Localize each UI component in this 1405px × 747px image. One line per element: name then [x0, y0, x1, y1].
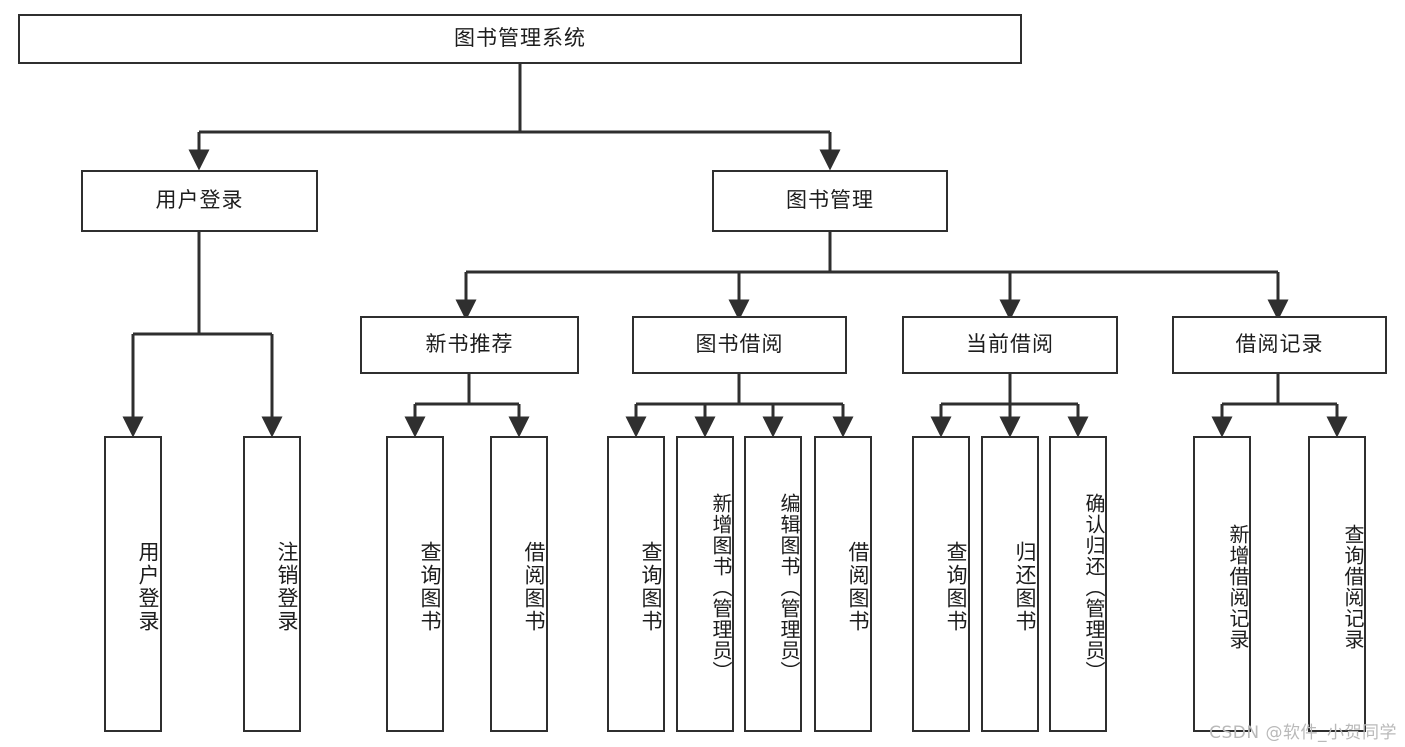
- node-leaf-return-book-label: 归还图书: [1013, 541, 1037, 633]
- node-leaf-query-book-2-label: 查询图书: [639, 541, 663, 633]
- node-leaf-query-book-2[interactable]: 查询图书: [607, 436, 665, 732]
- node-leaf-borrow-book-2-label: 借阅图书: [846, 541, 870, 633]
- node-leaf-query-record-label: 查询借阅记录: [1341, 524, 1365, 650]
- node-leaf-borrow-book-1[interactable]: 借阅图书: [490, 436, 548, 732]
- node-borrow-record-label: 借阅记录: [1235, 332, 1324, 357]
- node-root-label: 图书管理系统: [454, 26, 586, 51]
- node-current-borrow-label: 当前借阅: [966, 332, 1054, 357]
- node-leaf-query-book-1[interactable]: 查询图书: [386, 436, 444, 732]
- node-leaf-query-book-3[interactable]: 查询图书: [912, 436, 970, 732]
- node-leaf-add-record-label: 新增借阅记录: [1226, 524, 1250, 650]
- node-leaf-user-login-label: 用户登录: [136, 541, 160, 633]
- node-current-borrow[interactable]: 当前借阅: [902, 316, 1118, 374]
- node-leaf-add-book-label: 新增图书（管理员）: [709, 492, 733, 682]
- node-leaf-user-login[interactable]: 用户登录: [104, 436, 162, 732]
- node-borrow-record[interactable]: 借阅记录: [1172, 316, 1387, 374]
- node-leaf-logout-login[interactable]: 注销登录: [243, 436, 301, 732]
- node-user-login-label: 用户登录: [155, 188, 244, 213]
- node-leaf-borrow-book-1-label: 借阅图书: [522, 541, 546, 633]
- node-leaf-query-record[interactable]: 查询借阅记录: [1308, 436, 1366, 732]
- node-leaf-edit-book[interactable]: 编辑图书（管理员）: [744, 436, 802, 732]
- node-book-borrow[interactable]: 图书借阅: [632, 316, 847, 374]
- node-leaf-borrow-book-2[interactable]: 借阅图书: [814, 436, 872, 732]
- node-leaf-query-book-1-label: 查询图书: [418, 541, 442, 633]
- node-leaf-logout-login-label: 注销登录: [275, 541, 299, 633]
- node-new-book-recommend[interactable]: 新书推荐: [360, 316, 579, 374]
- node-leaf-add-book[interactable]: 新增图书（管理员）: [676, 436, 734, 732]
- node-book-manage[interactable]: 图书管理: [712, 170, 948, 232]
- csdn-watermark: CSDN @软件_小贺同学: [1209, 723, 1397, 743]
- node-leaf-add-record[interactable]: 新增借阅记录: [1193, 436, 1251, 732]
- node-leaf-query-book-3-label: 查询图书: [944, 541, 968, 633]
- node-leaf-confirm-return-label: 确认归还（管理员）: [1082, 492, 1106, 682]
- node-leaf-return-book[interactable]: 归还图书: [981, 436, 1039, 732]
- node-book-borrow-label: 图书借阅: [695, 332, 784, 357]
- node-user-login[interactable]: 用户登录: [81, 170, 318, 232]
- node-root[interactable]: 图书管理系统: [18, 14, 1022, 64]
- node-leaf-edit-book-label: 编辑图书（管理员）: [777, 492, 801, 682]
- node-book-manage-label: 图书管理: [786, 188, 874, 213]
- node-new-book-recommend-label: 新书推荐: [425, 332, 514, 357]
- node-leaf-confirm-return[interactable]: 确认归还（管理员）: [1049, 436, 1107, 732]
